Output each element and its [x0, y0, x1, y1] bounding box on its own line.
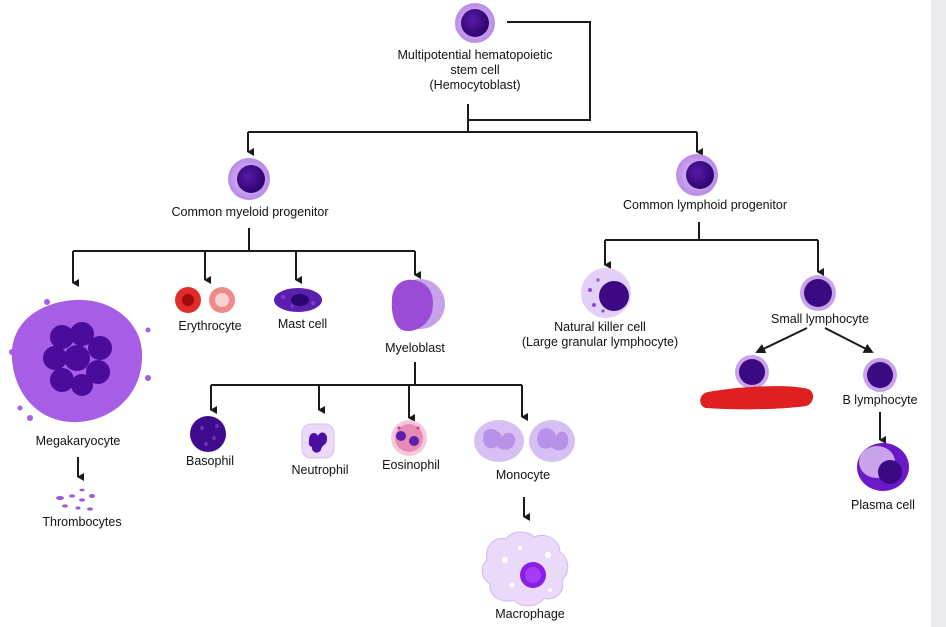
- stem-cell-label-line1: Multipotential hematopoietic: [397, 48, 553, 62]
- lymphoid-progenitor-icon: [676, 154, 718, 196]
- myeloblast-label: Myeloblast: [385, 341, 445, 355]
- t-lymphocyte-icon: [735, 355, 769, 389]
- window-edge: [931, 0, 946, 627]
- stem-cell-label-line2: stem cell: [450, 63, 500, 77]
- macrophage-icon: [481, 531, 569, 607]
- erythrocyte-icon: [175, 287, 235, 313]
- macrophage-label: Macrophage: [495, 607, 565, 621]
- thrombocytes-icon: [56, 488, 95, 511]
- basophil-icon: [190, 416, 226, 452]
- monocyte-label: Monocyte: [495, 468, 551, 482]
- plasma-cell-icon: [857, 443, 909, 491]
- nk-cell-label-line2: (Large granular lymphocyte): [521, 335, 679, 349]
- small-lymphocyte-icon: [800, 275, 836, 311]
- myeloid-progenitor-icon: [228, 158, 270, 200]
- b-lymphocyte-label: B lymphocyte: [842, 393, 918, 407]
- neutrophil-icon: [301, 423, 335, 459]
- connector-lines: [72, 21, 886, 521]
- plasma-cell-label: Plasma cell: [851, 498, 915, 512]
- megakaryocyte-icon: [9, 299, 151, 423]
- stem-cell-label-line3: (Hemocytoblast): [429, 78, 521, 92]
- stem-cell-label: Multipotential hematopoietic stem cell (…: [350, 48, 600, 93]
- erythrocyte-label: Erythrocyte: [178, 319, 242, 333]
- mast-cell-icon: [274, 288, 322, 312]
- b-lymphocyte-icon: [863, 358, 897, 392]
- lymphoid-progenitor-label: Common lymphoid progenitor: [623, 198, 787, 212]
- eosinophil-icon: [391, 420, 427, 456]
- neutrophil-label: Neutrophil: [291, 463, 349, 477]
- nk-cell-icon: [581, 268, 631, 318]
- eosinophil-label: Eosinophil: [382, 458, 440, 472]
- megakaryocyte-label: Megakaryocyte: [35, 434, 121, 448]
- mast-cell-label: Mast cell: [277, 317, 328, 331]
- stem-cell-icon: [455, 3, 495, 43]
- nk-cell-label: Natural killer cell (Large granular lymp…: [490, 320, 710, 350]
- monocyte-icon: [474, 420, 575, 462]
- thrombocytes-label: Thrombocytes: [42, 515, 122, 529]
- basophil-label: Basophil: [186, 454, 234, 468]
- redaction-mark: [700, 386, 814, 410]
- myeloid-progenitor-label: Common myeloid progenitor: [171, 205, 329, 219]
- nk-cell-label-line1: Natural killer cell: [554, 320, 646, 334]
- myeloblast-icon: [391, 279, 445, 332]
- small-lymphocyte-label: Small lymphocyte: [771, 312, 869, 326]
